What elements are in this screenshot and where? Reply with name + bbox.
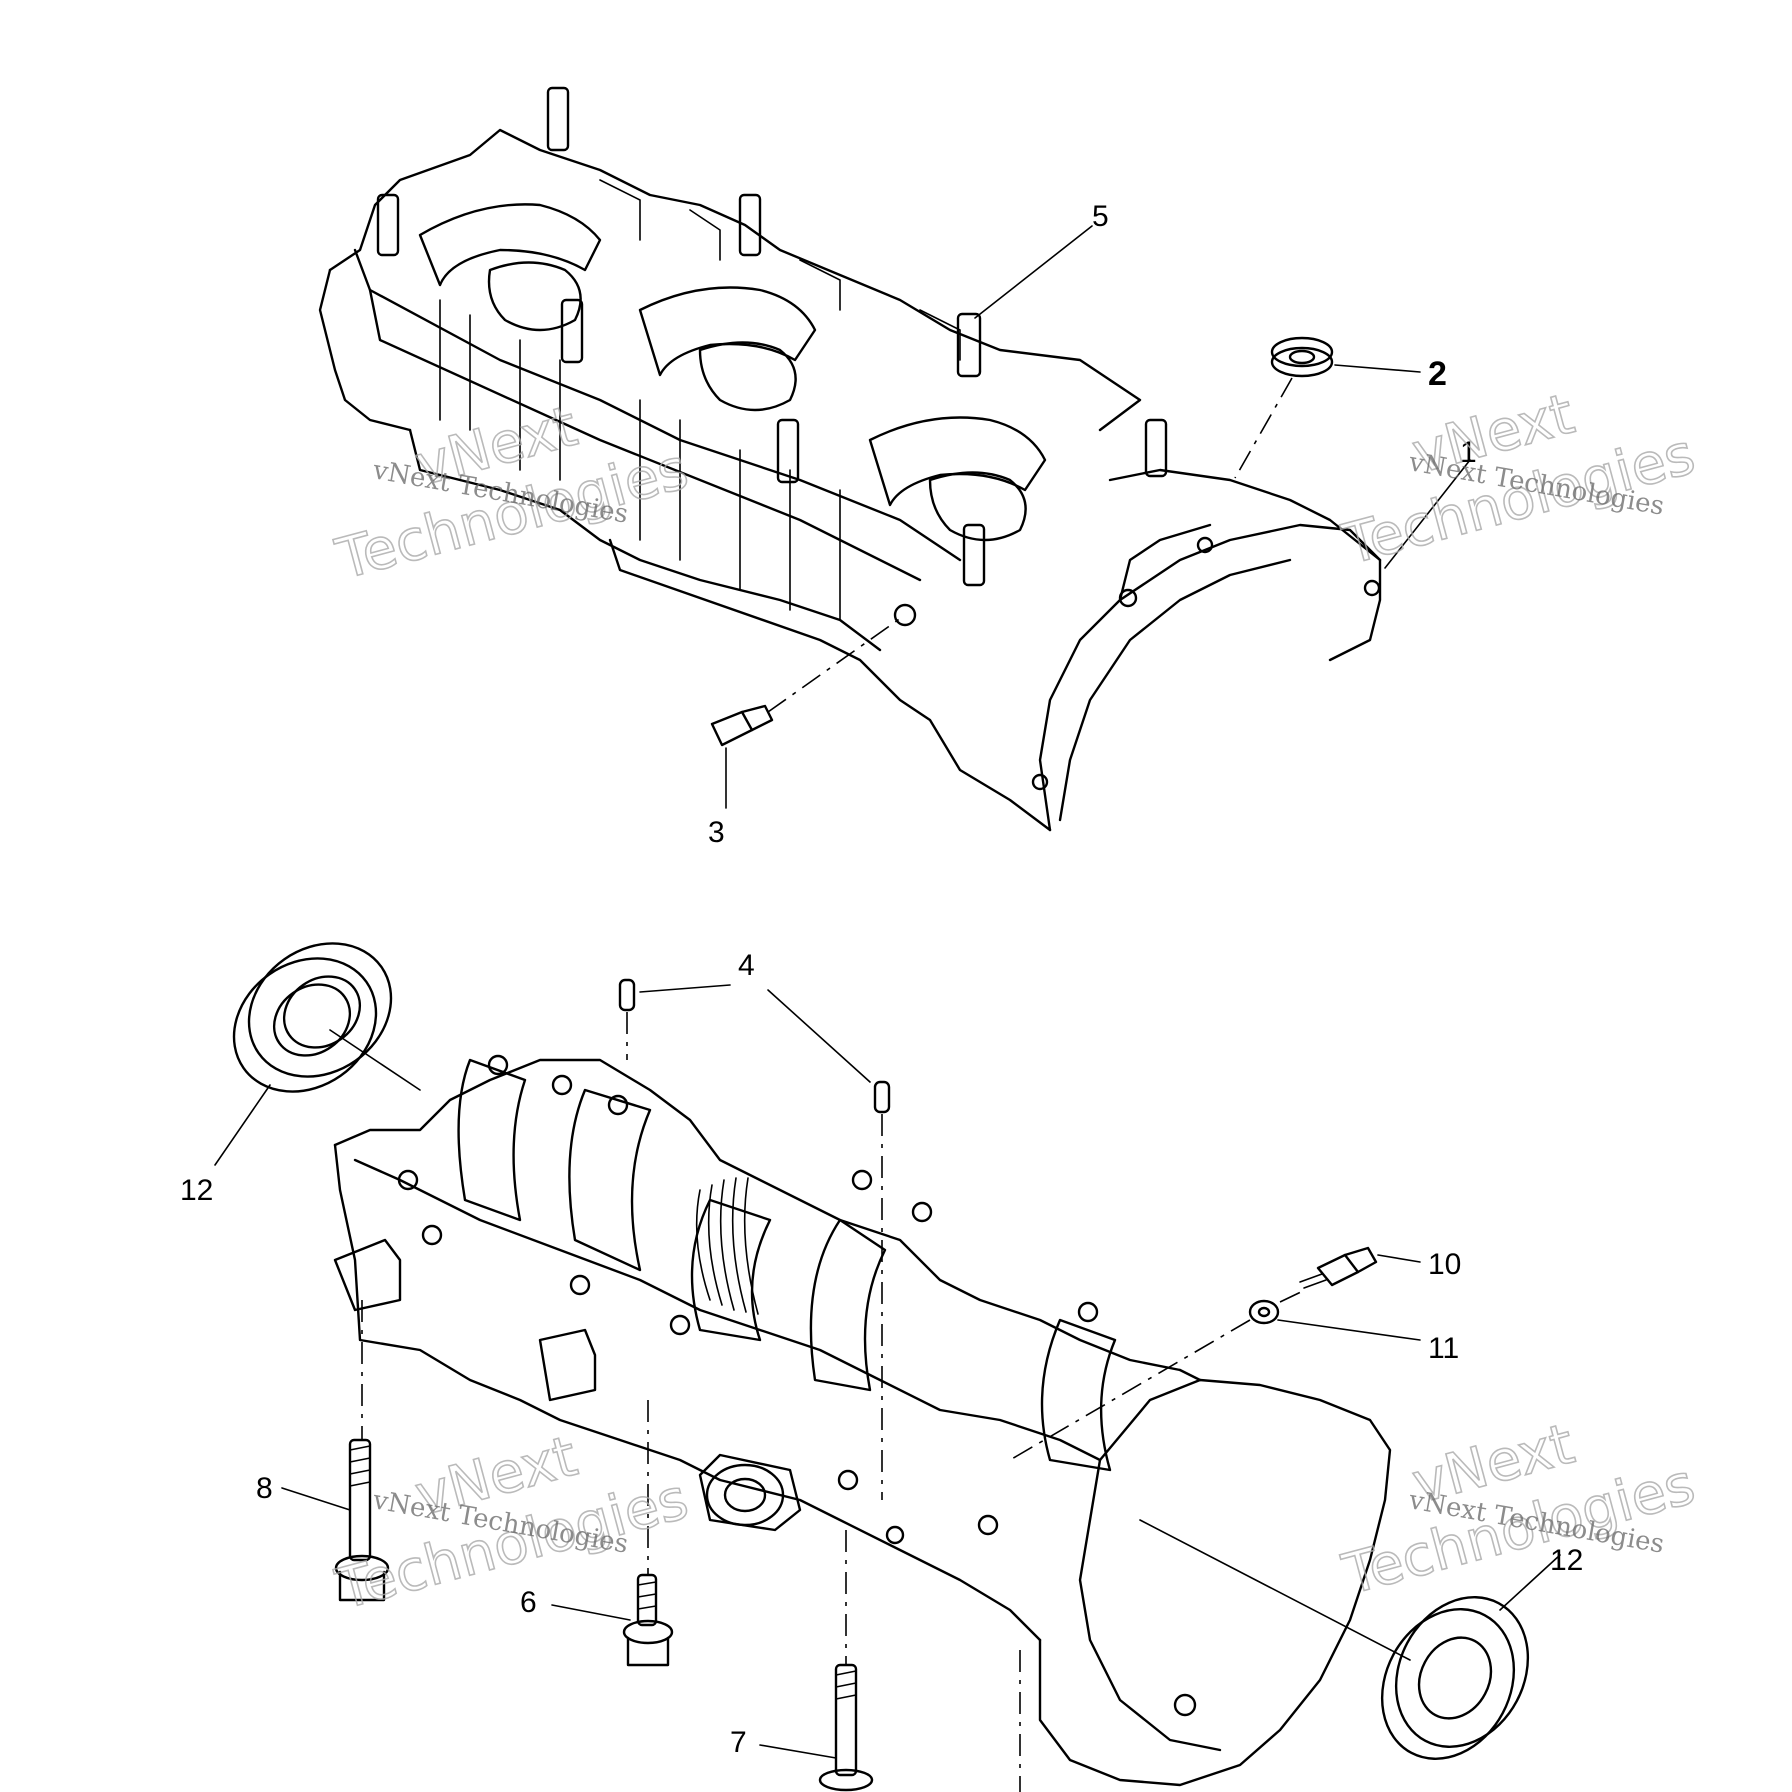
part-4-dowels bbox=[618, 978, 891, 1500]
part-12-left-seal bbox=[214, 942, 421, 1166]
upper-crankcase bbox=[318, 86, 1382, 832]
part-11-washer bbox=[1009, 1289, 1421, 1461]
callout-5: 5 bbox=[1092, 200, 1109, 233]
callout-12-right: 12 bbox=[1550, 1544, 1583, 1577]
callout-10: 10 bbox=[1428, 1248, 1461, 1281]
callout-labels: 5 2 1 3 4 12 10 11 8 6 7 12 bbox=[180, 200, 1583, 1759]
lower-crankcase bbox=[333, 1054, 1392, 1787]
bolt-bosses bbox=[397, 1054, 1099, 1545]
callout-6: 6 bbox=[520, 1586, 537, 1619]
callout-8: 8 bbox=[256, 1472, 273, 1505]
part-8-bolt bbox=[281, 1300, 390, 1602]
callout-11: 11 bbox=[1428, 1332, 1459, 1365]
callout-12-left: 12 bbox=[180, 1174, 213, 1207]
callout-3: 3 bbox=[708, 816, 725, 849]
leader-5 bbox=[974, 225, 1093, 319]
part-7-bolt bbox=[759, 1530, 1021, 1792]
part-3-pin bbox=[710, 614, 906, 809]
callout-4: 4 bbox=[738, 949, 755, 982]
callout-2-top: 2 bbox=[1428, 355, 1447, 393]
callout-7: 7 bbox=[730, 1726, 747, 1759]
leader-1-top bbox=[1384, 459, 1471, 569]
watermark-bottom-right: vNext Technologies bbox=[1335, 1411, 1702, 1609]
part-2-top-seal bbox=[1234, 336, 1421, 479]
part-10-bolt bbox=[1299, 1246, 1421, 1289]
part-12-right-seal bbox=[1139, 1519, 1561, 1760]
part-6-bolt bbox=[551, 1400, 674, 1667]
head-studs bbox=[376, 86, 1168, 587]
callout-1-top: 1 bbox=[1460, 436, 1477, 469]
